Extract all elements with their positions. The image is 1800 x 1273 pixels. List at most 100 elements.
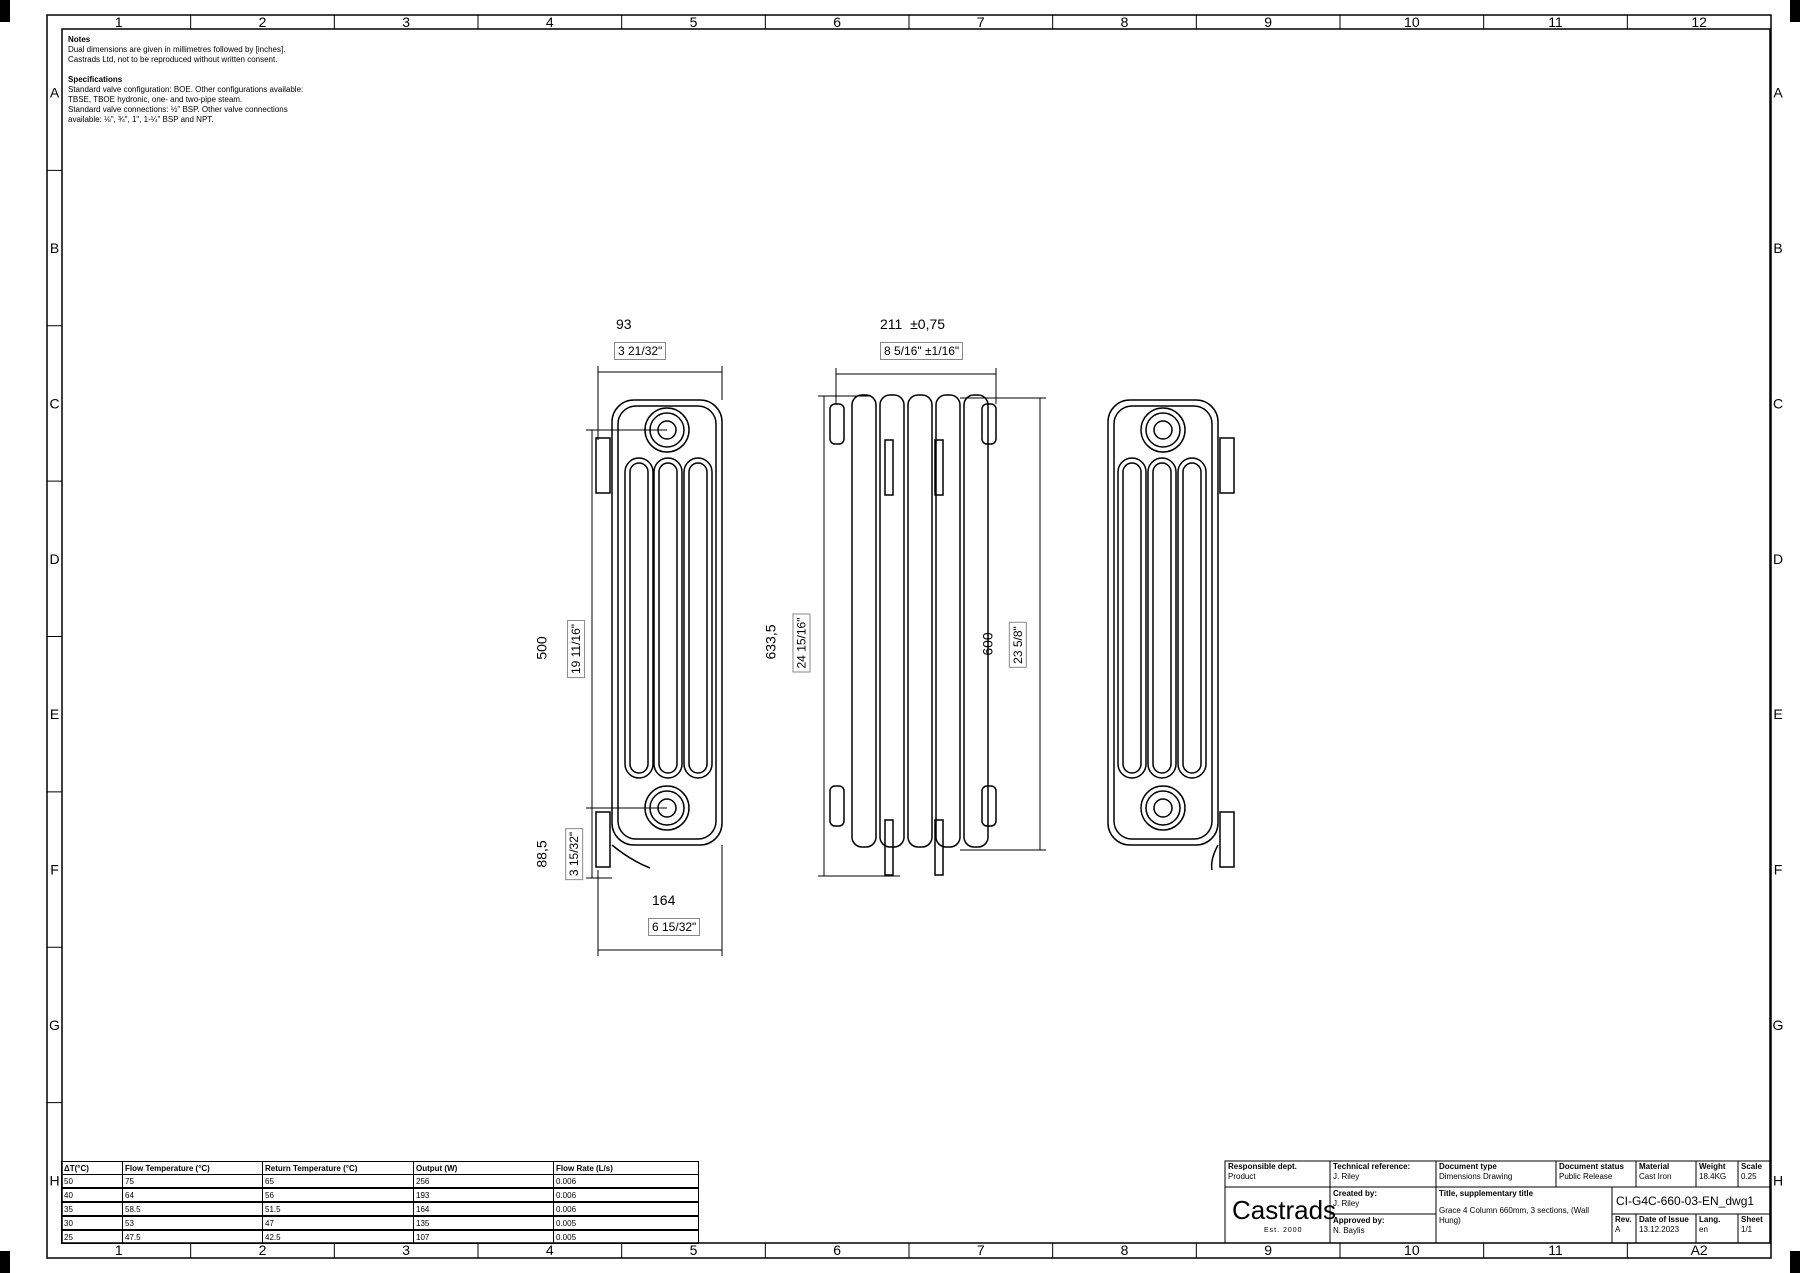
table-cell: 40 (61, 1187, 123, 1203)
table-cell: 56 (262, 1187, 414, 1203)
zone-column-label: 1 (115, 1242, 123, 1258)
table-cell: 30 (61, 1215, 123, 1231)
zone-column-label: A2 (1691, 1242, 1708, 1258)
zone-row-label: F (50, 862, 59, 878)
zone-column-label: 8 (1121, 14, 1129, 30)
table-header: Flow Temperature (°C) (122, 1161, 263, 1175)
table-cell: 51.5 (262, 1201, 414, 1217)
dim-section-height-mm: 600 (979, 632, 996, 656)
zone-column-label: 6 (833, 14, 841, 30)
zone-row-label: C (49, 395, 59, 411)
dim-overall-height-in: 24 15/16" (792, 613, 811, 673)
notes-line: Dual dimensions are given in millimetres… (68, 45, 286, 54)
side-view (829, 394, 997, 876)
notes-line: Castrads Ltd, not to be reproduced witho… (68, 55, 278, 64)
spec-line: Standard valve configuration: BOE. Other… (68, 85, 304, 94)
zone-row-label: G (1773, 1017, 1784, 1033)
logo-subtitle: Est. 2000 (1264, 1227, 1303, 1234)
zone-column-label: 8 (1121, 1242, 1129, 1258)
spec-line: available: ⅛", ¾", 1", 1-¼" BSP and NPT. (68, 115, 214, 124)
zone-column-label: 11 (1548, 14, 1563, 30)
castrads-logo: Castrads (1232, 1195, 1337, 1225)
tb-technical-reference: Technical reference:J. Riley (1333, 1162, 1411, 1181)
dim-side-width-in: 8 5/16" ±1/16" (880, 342, 964, 360)
zone-column-label: 9 (1264, 1242, 1272, 1258)
dim-floor-to-pipe-in: 3 15/32" (565, 827, 584, 881)
dim-side-width-tolerance-in: ±1/16" (924, 344, 960, 358)
specifications-heading: Specifications (68, 75, 123, 84)
dim-top-width-mm: 93 (616, 316, 632, 332)
zone-column-label: 7 (977, 1242, 985, 1258)
zone-column-label: 7 (977, 14, 985, 30)
dim-depth-mm: 164 (652, 892, 676, 908)
zone-column-label: 1 (115, 14, 123, 30)
zone-column-label: 2 (259, 14, 267, 30)
tb-responsible-dept: Responsible dept.Product (1228, 1162, 1297, 1181)
zone-row-label: G (49, 1017, 60, 1033)
spec-line: TBSE, TBOE hydronic, one- and two-pipe s… (68, 95, 243, 104)
table-cell: 64 (122, 1187, 263, 1203)
table-cell: 135 (413, 1215, 554, 1231)
zone-row-label: A (50, 85, 60, 101)
tb-approved-by: Approved by:N. Baylis (1333, 1216, 1385, 1235)
zone-column-label: 3 (402, 14, 410, 30)
dim-centres-in: 19 11/16" (567, 619, 586, 679)
table-cell: 0.005 (553, 1229, 699, 1244)
front-view (595, 399, 723, 869)
table-cell: 53 (122, 1215, 263, 1231)
performance-table: ΔT(°C) Flow Temperature (°C) Return Temp… (61, 1161, 699, 1244)
table-cell: 164 (413, 1201, 554, 1217)
dim-top-width-in: 3 21/32" (614, 342, 667, 360)
table-cell: 58.5 (122, 1201, 263, 1217)
tb-created-by: Created by:J. Riley (1333, 1189, 1378, 1208)
zone-column-label: 5 (690, 1242, 698, 1258)
table-cell: 47 (262, 1215, 414, 1231)
zone-row-label: E (50, 706, 59, 722)
dim-depth-in: 6 15/32" (648, 918, 701, 936)
zone-row-label: H (49, 1172, 59, 1188)
zone-row-label: B (50, 240, 59, 256)
table-cell: 65 (262, 1174, 414, 1189)
table-header-row: ΔT(°C) Flow Temperature (°C) Return Temp… (61, 1161, 699, 1175)
dim-overall-height-mm: 633,5 (762, 624, 779, 660)
zone-column-label: 10 (1404, 14, 1420, 30)
zone-column-label: 2 (259, 1242, 267, 1258)
zone-column-label: 11 (1548, 1242, 1563, 1258)
zone-row-label: D (49, 551, 59, 567)
table-cell: 0.006 (553, 1201, 699, 1217)
tb-document-id: CI-G4C-660-03-EN_dwg1 (1616, 1194, 1755, 1208)
dim-side-width-tolerance: ±0,75 (910, 316, 946, 332)
dim-side-width-mm: 211 ±0,75 (880, 316, 946, 332)
dim-section-height-in: 23 5/8" (1008, 622, 1027, 668)
notes-heading: Notes (68, 35, 91, 44)
table-cell: 42.5 (262, 1229, 414, 1244)
table-cell: 35 (61, 1201, 123, 1217)
zone-row-label: D (1773, 551, 1783, 567)
dim-centres-mm: 500 (533, 636, 550, 660)
zone-column-label: 4 (546, 1242, 554, 1258)
zone-column-label: 6 (833, 1242, 841, 1258)
table-cell: 256 (413, 1174, 554, 1189)
dim-floor-to-pipe-mm: 88,5 (533, 840, 550, 868)
tb-language: Lang.en (1699, 1215, 1721, 1234)
table-header: ΔT(°C) (61, 1161, 123, 1175)
zone-row-label: F (1774, 862, 1783, 878)
zone-column-label: 5 (690, 14, 698, 30)
table-cell: 0.006 (553, 1187, 699, 1203)
spec-line: Standard valve connections: ½" BSP. Othe… (68, 105, 288, 114)
zone-column-label: 9 (1264, 14, 1272, 30)
table-cell: 75 (122, 1174, 263, 1189)
zone-column-label: 4 (546, 14, 554, 30)
